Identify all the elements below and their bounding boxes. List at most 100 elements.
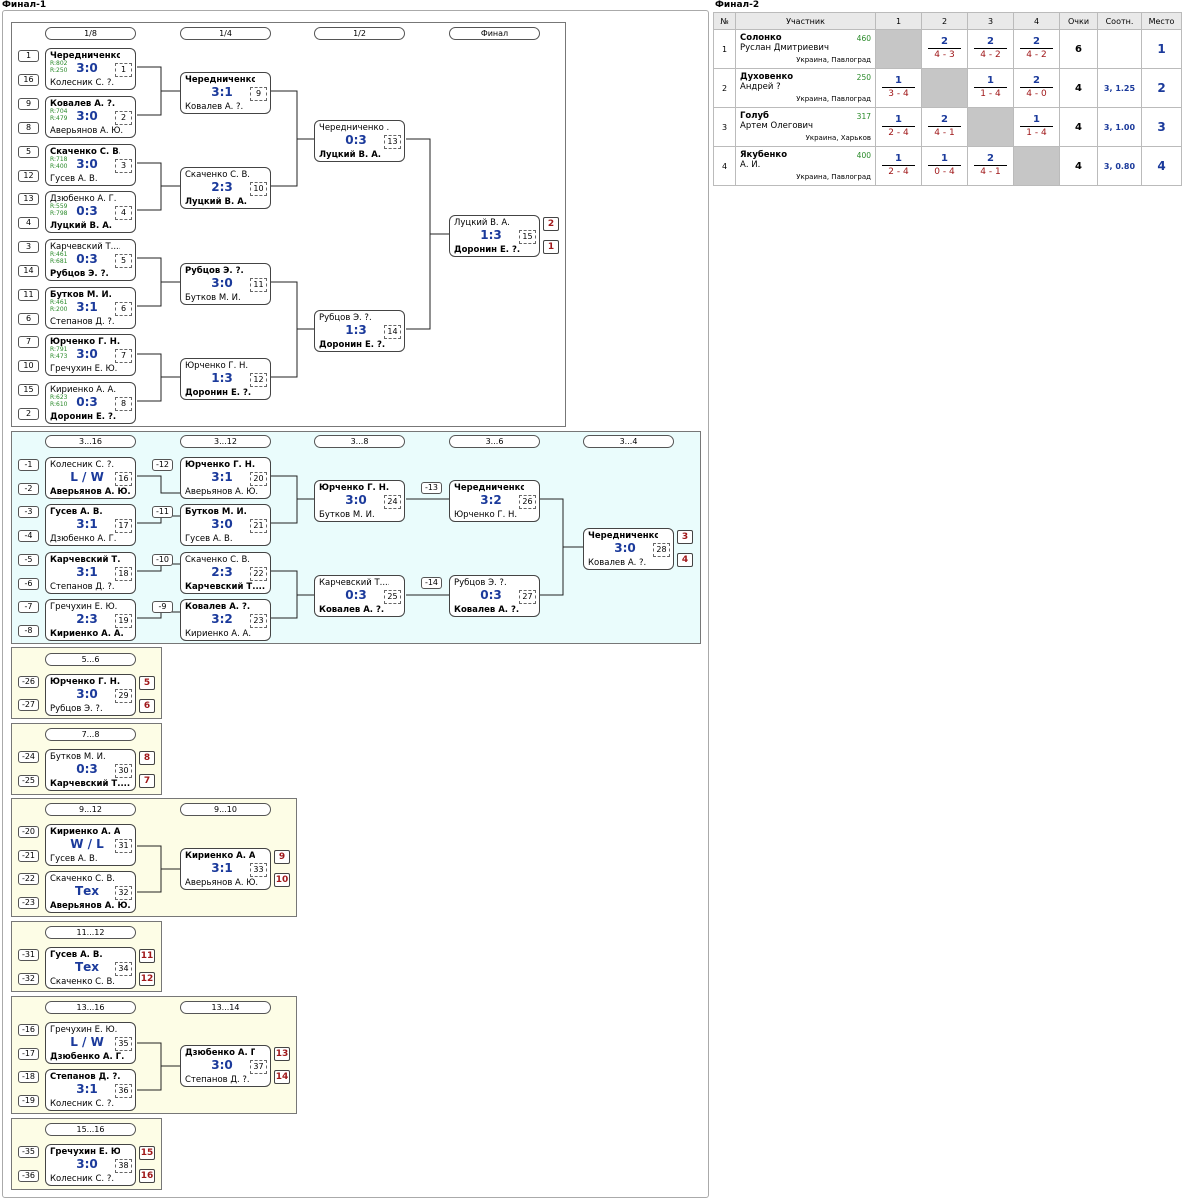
seed-c10: -10 [152, 554, 173, 566]
player-bottom: Степанов Д. ?. [185, 1075, 250, 1085]
match-number: 24 [384, 495, 401, 509]
rating-bottom: R:479 [50, 115, 68, 122]
rr-result-points: 2 [928, 36, 961, 49]
player-bottom: Луцкий В. А. [185, 197, 248, 207]
player-top: Гречухин Е. Ю. [50, 602, 118, 612]
round-header-11-12: 11...12 [45, 926, 136, 939]
player-top: Чередниченко ... [50, 51, 120, 61]
player-top: Чередниченко ... [588, 531, 658, 541]
rr-points: 4 [1059, 68, 1098, 108]
player-bottom: Скаченко С. В. [50, 977, 115, 987]
participant-first-name: Андрей ? [740, 82, 781, 92]
final2-title: Финал-2 [715, 0, 760, 10]
rr-result-score: 4 - 1 [934, 128, 955, 138]
rating-bottom: R:798 [50, 210, 68, 217]
seed-c6: -6 [18, 578, 39, 590]
rr-place: 3 [1141, 107, 1182, 147]
round-header-3-8: 3...8 [314, 435, 405, 448]
player-top: Бутков М. И. [185, 507, 247, 517]
seed-a26: -26 [18, 676, 39, 688]
rr-result-score: 1 - 4 [1026, 128, 1047, 138]
place-badge: 1 [543, 240, 559, 254]
rr-result-score: 4 - 1 [980, 167, 1001, 177]
final1-title: Финал-1 [2, 0, 47, 10]
player-top: Юрченко Г. Н. [50, 677, 120, 687]
player-top: Юрченко Г. Н. [50, 337, 120, 347]
player-bottom: Бутков М. И. [319, 510, 375, 520]
match-number: 6 [115, 302, 132, 316]
player-top: Бутков М. И. [50, 752, 106, 762]
match-number: 2 [115, 111, 132, 125]
place-badge: 5 [139, 676, 155, 690]
rr-result-points: 1 [974, 75, 1007, 88]
player-bottom: Кириенко А. А. [185, 629, 252, 639]
player-bottom: Аверьянов А. Ю. [185, 487, 259, 497]
rr-header: 4 [1013, 12, 1060, 30]
seed-c2: -2 [18, 483, 39, 495]
player-bottom: Степанов Д. ?. [50, 317, 115, 327]
match-score: 0:3 [480, 588, 502, 602]
player-top: Гусев А. В. [50, 950, 103, 960]
match-score: 3:0 [211, 276, 233, 290]
match-number: 14 [384, 325, 401, 339]
seed-c1: -1 [18, 459, 39, 471]
participant-rating: 317 [856, 112, 871, 121]
rr-header: 1 [875, 12, 922, 30]
place-badge: 8 [139, 751, 155, 765]
match-number: 1 [115, 63, 132, 77]
rr-number: 3 [713, 107, 736, 147]
player-bottom: Доронин Е. ?. [319, 340, 386, 350]
rr-number: 1 [713, 29, 736, 69]
place-badge: 3 [677, 530, 693, 544]
participant-first-name: А. И. [740, 160, 761, 170]
player-top: Дзюбенко А. Г. [185, 1048, 255, 1058]
rr-result-points: 2 [928, 114, 961, 127]
rating-top: R:718 [50, 156, 68, 163]
rr-result-points: 2 [1020, 75, 1053, 88]
player-bottom: Степанов Д. ?. [50, 582, 115, 592]
match-score: 0:3 [76, 762, 98, 776]
match-number: 37 [250, 1060, 267, 1074]
